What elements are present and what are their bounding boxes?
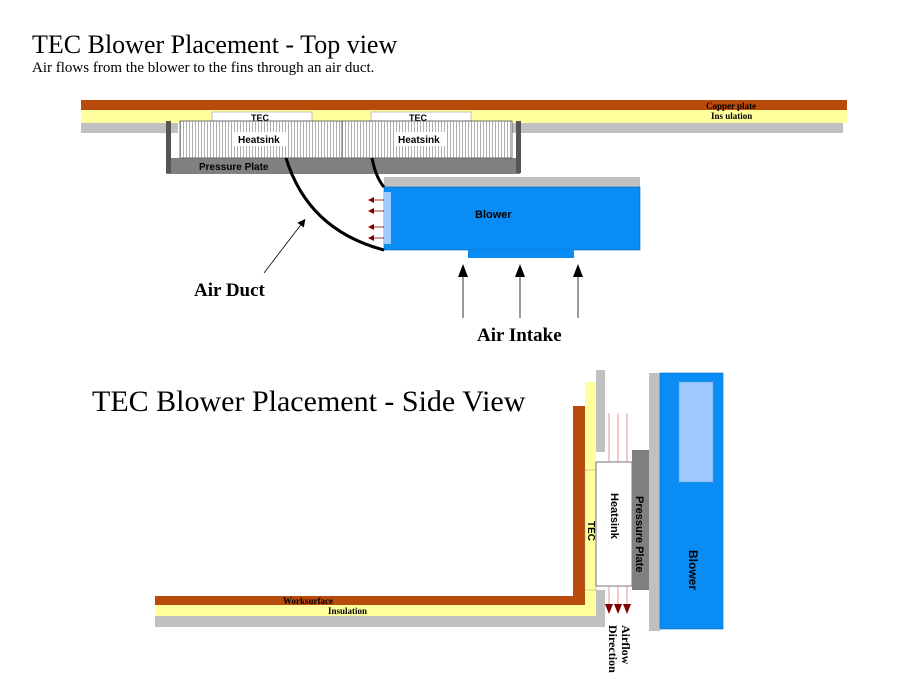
air-intake-label: Air Intake bbox=[477, 325, 562, 346]
top-view-subtitle: Air flows from the blower to the fins th… bbox=[32, 60, 375, 76]
blower-label: Blower bbox=[475, 209, 512, 221]
side-worksurface-vertical bbox=[573, 406, 585, 605]
base-plate-left bbox=[81, 123, 178, 133]
heatsink-label-2: Heatsink bbox=[398, 135, 440, 146]
side-view-diagram: Worksurface Insulation TEC Heatsink bbox=[155, 370, 724, 673]
blower-outlet bbox=[384, 192, 391, 244]
air-duct-outer bbox=[284, 157, 385, 252]
side-airflow-arrowheads bbox=[605, 604, 631, 614]
side-gray-strip-top bbox=[596, 370, 605, 452]
side-tec-label: TEC bbox=[585, 521, 596, 541]
air-duct-label: Air Duct bbox=[194, 280, 266, 301]
pressure-plate-left-edge bbox=[166, 121, 171, 173]
pressure-plate-right-edge bbox=[516, 121, 521, 173]
blower-lid bbox=[384, 177, 640, 187]
side-pressure-plate bbox=[632, 450, 649, 590]
tec-label-2: TEC bbox=[409, 113, 428, 123]
heatsink-2-label-bg bbox=[394, 132, 446, 146]
side-view-title: TEC Blower Placement - Side View bbox=[92, 385, 526, 418]
blower-body bbox=[383, 186, 641, 251]
blower-bottom-tab bbox=[468, 250, 574, 258]
side-airflow-lines bbox=[608, 413, 628, 604]
side-blower-wall bbox=[649, 373, 660, 631]
heatsink-label-1: Heatsink bbox=[238, 135, 280, 146]
side-heatsink-label: Heatsink bbox=[608, 493, 620, 540]
side-worksurface-horizontal bbox=[155, 596, 585, 605]
pressure-plate-label: Pressure Plate bbox=[199, 162, 269, 173]
air-intake-arrows bbox=[458, 264, 583, 318]
side-blower-label: Blower bbox=[686, 550, 700, 590]
copper-plate bbox=[81, 100, 847, 110]
side-pressure-plate-label: Pressure Plate bbox=[633, 496, 645, 572]
insulation-label: Ins ulation bbox=[711, 111, 752, 121]
heatsink-1-label-bg bbox=[234, 132, 286, 146]
airflow-label-line2: Direction bbox=[606, 625, 620, 673]
worksurface-label: Worksurface bbox=[283, 596, 333, 606]
side-heatsink bbox=[595, 461, 633, 587]
side-blower-window bbox=[678, 381, 714, 483]
copper-plate-label: Copper plate bbox=[706, 101, 756, 111]
side-insulation-label: Insulation bbox=[328, 606, 367, 616]
air-duct-pointer bbox=[263, 218, 306, 274]
side-insulation-horizontal bbox=[155, 605, 585, 616]
outlet-airflow-arrows bbox=[368, 197, 384, 241]
pressure-plate bbox=[166, 158, 520, 174]
top-view-title: TEC Blower Placement - Top view bbox=[32, 30, 398, 59]
tec-label-1: TEC bbox=[251, 113, 270, 123]
side-base-plate bbox=[155, 616, 600, 627]
air-duct-inner bbox=[370, 157, 386, 188]
top-view-diagram: Copper plate Ins ulation TEC TEC Pressur… bbox=[81, 100, 847, 346]
airflow-label-line1: Airflow bbox=[619, 625, 633, 665]
side-gray-strip-bottom bbox=[596, 590, 605, 627]
base-plate-right bbox=[512, 123, 843, 133]
